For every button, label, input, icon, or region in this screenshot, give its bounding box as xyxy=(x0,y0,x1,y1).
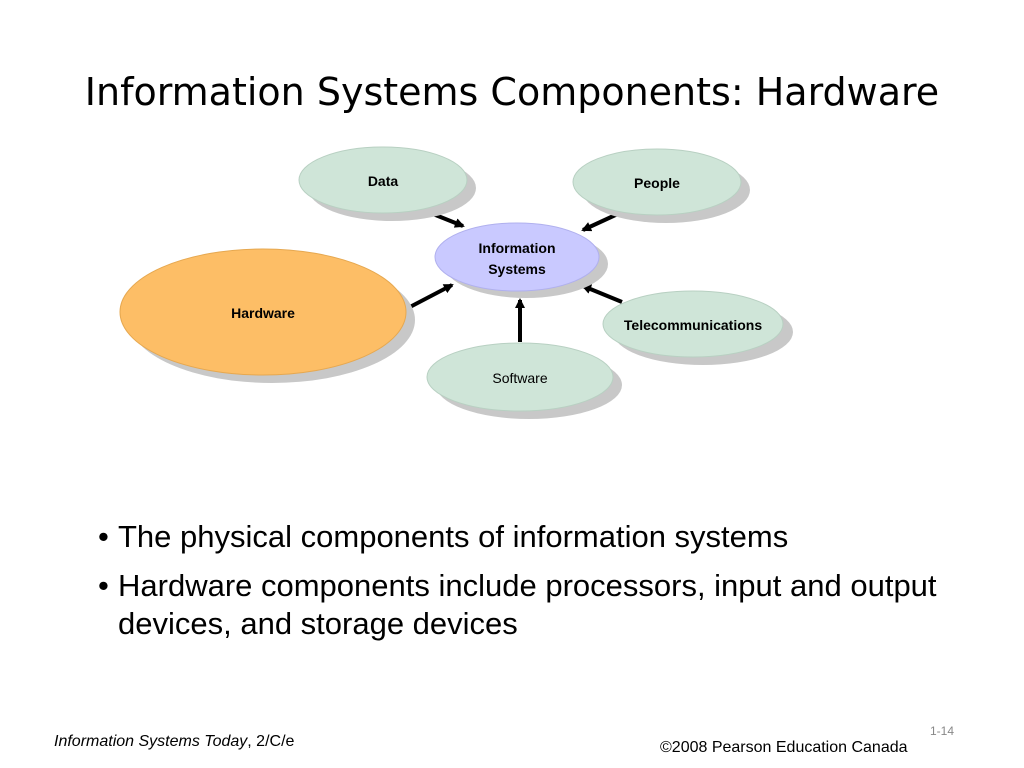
bullet-item: The physical components of information s… xyxy=(98,518,998,556)
bullet-list: The physical components of information s… xyxy=(98,518,998,654)
node-software: Software xyxy=(426,342,622,419)
slide-title: Information Systems Components: Hardware xyxy=(84,70,940,114)
center-label-line2: Systems xyxy=(488,261,546,277)
slide-number: 1-14 xyxy=(930,724,955,738)
node-information-systems: Information Systems xyxy=(434,222,608,298)
footer-copyright: ©2008 Pearson Education Canada xyxy=(660,739,908,756)
node-data: Data xyxy=(298,146,476,221)
node-hardware-label: Hardware xyxy=(231,305,295,321)
node-telecommunications: Telecommunications xyxy=(602,290,793,365)
node-software-label: Software xyxy=(492,370,547,386)
bullet-item: Hardware components include processors, … xyxy=(98,567,998,643)
footer-book-title: Information Systems Today, 2/C/e xyxy=(54,733,294,751)
node-people-label: People xyxy=(634,175,680,191)
node-telecom-label: Telecommunications xyxy=(624,317,762,333)
node-people: People xyxy=(572,148,750,223)
arrow-hardware-to-center xyxy=(407,283,454,310)
footer-book-name: Information Systems Today xyxy=(54,733,248,750)
footer-edition: , 2/C/e xyxy=(247,733,295,750)
node-hardware: Hardware xyxy=(119,248,415,383)
center-label-line1: Information xyxy=(479,240,556,256)
node-data-label: Data xyxy=(368,173,399,189)
arrow-telecom-to-center xyxy=(581,284,623,304)
